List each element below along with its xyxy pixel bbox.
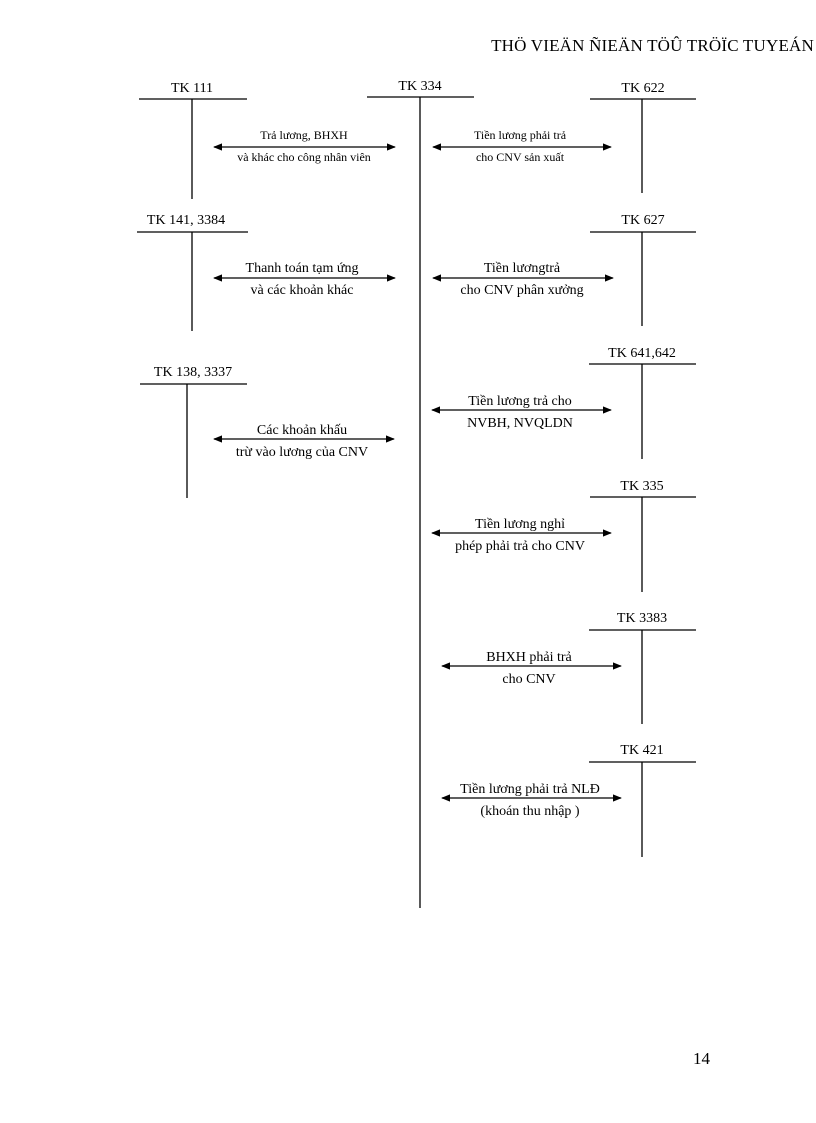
flow-label-5-line1: Tiền lương trả cho (468, 394, 572, 409)
flow-label-1: Trả lương, BHXH và khác cho công nhân vi… (237, 124, 371, 168)
flow-label-6-line2: trừ vào lương của CNV (235, 445, 369, 460)
flow-label-9-line1: Tiền lương phải trả NLĐ (460, 782, 600, 797)
flow-label-4-line1: Tiền lươngtrả (483, 261, 561, 276)
account-label-tk335: TK 335 (620, 479, 664, 494)
account-label-tk421: TK 421 (620, 743, 664, 758)
flow-label-2-line1: Tiền lương phải trả (473, 128, 567, 142)
account-label-tk3383: TK 3383 (616, 611, 668, 626)
account-label-tk141: TK 141, 3384 (146, 213, 226, 228)
account-label-tk138: TK 138, 3337 (153, 365, 233, 380)
flow-label-4-line2: cho CNV phân xưởng (460, 283, 584, 298)
flow-label-2-line2: cho CNV sản xuất (475, 150, 565, 164)
flow-label-4: Tiền lươngtrả cho CNV phân xưởng (460, 258, 583, 302)
flow-label-2: Tiền lương phải trả cho CNV sản xuất (474, 124, 566, 168)
flow-label-7-line1: Tiền lương nghỉ (475, 517, 565, 532)
page-header: THÖ VIEÄN ÑIEÄN TÖÛ TRÖÏC TUYEÁN (491, 36, 814, 55)
account-label-tk641: TK 641,642 (608, 346, 676, 361)
flow-label-3-line1: Thanh toán tạm ứng (245, 261, 359, 276)
flow-label-7: Tiền lương nghỉ phép phải trả cho CNV (455, 514, 585, 558)
flow-label-1-line2: và khác cho công nhân viên (237, 150, 371, 164)
flow-label-7-line2: phép phải trả cho CNV (455, 539, 585, 554)
flow-label-8-line2: cho CNV (502, 672, 556, 687)
flow-label-9: Tiền lương phải trả NLĐ (khoán thu nhập … (460, 779, 600, 823)
flow-label-6: Các khoản khấu trừ vào lương của CNV (236, 420, 368, 464)
account-label-tk334: TK 334 (398, 79, 442, 94)
account-label-tk627: TK 627 (621, 213, 665, 228)
flow-label-6-line1: Các khoản khấu (256, 423, 348, 438)
flow-label-5-line2: NVBH, NVQLDN (467, 416, 573, 431)
flow-label-9-line2: (khoán thu nhập ) (480, 804, 580, 819)
flow-label-1-line1: Trả lương, BHXH (260, 128, 348, 142)
flow-label-3: Thanh toán tạm ứng và các khoản khác (246, 258, 359, 302)
flow-label-8: BHXH phải trả cho CNV (486, 647, 572, 691)
flow-label-8-line1: BHXH phải trả (486, 650, 572, 665)
flow-label-3-line2: và các khoản khác (250, 283, 354, 298)
account-label-tk111: TK 111 (170, 81, 214, 96)
flow-label-5: Tiền lương trả cho NVBH, NVQLDN (467, 391, 573, 435)
page-number: 14 (693, 1049, 710, 1068)
account-label-tk622: TK 622 (621, 81, 665, 96)
